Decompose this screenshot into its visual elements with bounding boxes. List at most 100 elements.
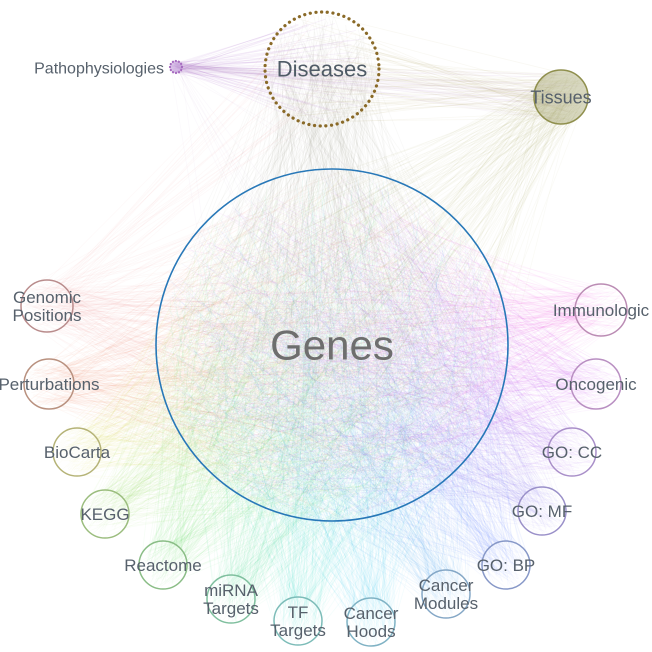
edge: [455, 279, 547, 531]
edge: [162, 337, 617, 384]
edge: [346, 299, 568, 449]
edge: [348, 411, 498, 571]
edge: [60, 187, 312, 442]
edge: [347, 370, 369, 601]
edge: [111, 392, 385, 517]
edge: [407, 466, 456, 578]
edge: [402, 367, 526, 560]
edge: [223, 201, 278, 582]
edge: [66, 424, 219, 441]
edge: [260, 322, 501, 546]
edge: [113, 360, 372, 511]
edge: [176, 354, 433, 591]
edge-bundle-biocarta-to-genes: [54, 176, 506, 512]
edge: [332, 312, 595, 347]
edge: [344, 479, 432, 581]
edge: [213, 334, 596, 376]
edge: [223, 441, 465, 594]
edge: [308, 485, 356, 639]
edge: [319, 442, 382, 619]
edge: [166, 295, 300, 571]
edge: [114, 397, 205, 513]
edge: [224, 331, 495, 592]
edge: [403, 396, 504, 573]
edge: [143, 247, 380, 573]
edge: [122, 364, 218, 507]
edge: [408, 380, 615, 455]
edge: [303, 205, 379, 611]
edge: [445, 342, 609, 402]
edge: [24, 229, 204, 385]
edge: [222, 466, 339, 585]
edge: [202, 337, 541, 491]
edge: [447, 294, 621, 472]
edge: [301, 324, 371, 621]
edge: [111, 345, 166, 506]
edge: [178, 355, 359, 637]
edge: [241, 368, 583, 489]
edge: [450, 384, 591, 390]
edge: [152, 355, 227, 574]
edge: [456, 223, 565, 430]
edge: [434, 304, 600, 326]
edge: [59, 398, 389, 447]
edge: [61, 414, 264, 451]
edge: [454, 340, 580, 385]
edge: [295, 311, 466, 581]
edge: [149, 283, 259, 564]
edge: [299, 397, 502, 568]
edge: [445, 333, 489, 613]
edge: [243, 481, 355, 595]
edge: [284, 316, 464, 607]
edge: [385, 301, 530, 568]
edge: [211, 290, 512, 553]
edge: [456, 391, 598, 398]
edge: [269, 303, 583, 385]
edge: [150, 424, 240, 583]
edge: [286, 514, 320, 622]
edge: [209, 490, 384, 599]
edge: [307, 259, 365, 621]
edge: [98, 358, 215, 494]
edge: [280, 248, 365, 625]
edge: [116, 397, 331, 518]
edge: [62, 396, 231, 406]
edge: [119, 314, 304, 508]
edge: [292, 233, 326, 624]
edge: [225, 242, 548, 523]
edge: [481, 374, 525, 568]
edge: [42, 282, 197, 324]
edge: [44, 184, 313, 373]
edge: [215, 501, 300, 602]
edge: [424, 318, 453, 614]
edge: [58, 348, 280, 451]
edge: [267, 352, 376, 600]
edge: [294, 410, 575, 461]
edge: [49, 307, 255, 440]
edge: [222, 342, 465, 605]
edge: [486, 358, 542, 511]
edge: [167, 183, 368, 576]
edge: [408, 293, 448, 574]
edge: [227, 223, 299, 613]
edge: [243, 300, 498, 561]
edge: [357, 303, 586, 330]
edge: [387, 223, 400, 636]
edge: [242, 350, 494, 614]
edge: [227, 297, 295, 602]
edge: [279, 341, 288, 607]
edge: [161, 361, 311, 629]
edge: [73, 457, 464, 467]
edge: [232, 405, 561, 511]
edge: [364, 450, 428, 598]
edge: [299, 334, 514, 547]
edge: [27, 318, 331, 324]
edge: [44, 353, 393, 380]
edge: [356, 330, 588, 402]
node-pathophysiologies[interactable]: [168, 59, 184, 75]
edge: [232, 392, 568, 441]
edge: [34, 296, 177, 400]
edge: [23, 307, 283, 453]
edge: [410, 218, 507, 575]
edge: [205, 308, 619, 353]
